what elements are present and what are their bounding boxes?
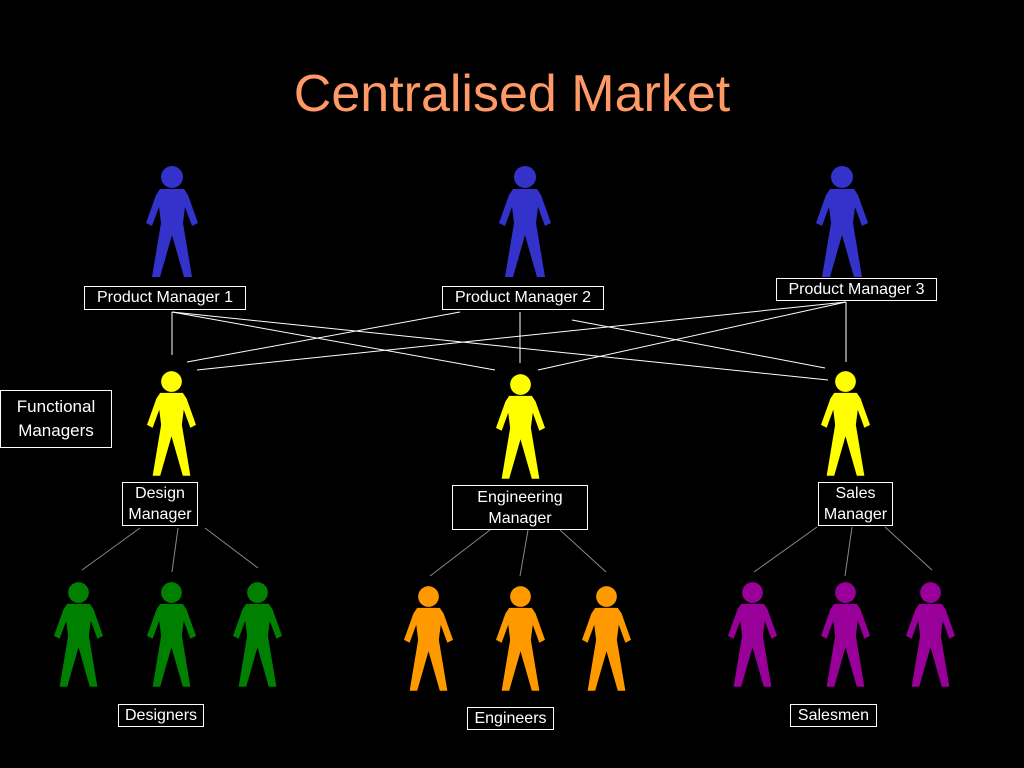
- designer-person-icon: [232, 582, 282, 687]
- connector-line: [196, 301, 847, 371]
- design-manager-label-line2: Manager: [128, 506, 192, 523]
- engineer-person-icon: [403, 586, 453, 691]
- engineers-label: Engineers: [467, 707, 554, 730]
- connector-line: [171, 311, 496, 371]
- engineer-person-icon: [495, 586, 545, 691]
- functional-managers-label-line2: Managers: [18, 421, 94, 440]
- engineering-manager-label-line2: Manager: [488, 510, 552, 527]
- sales-manager-label-line1: Sales: [835, 485, 876, 502]
- functional-managers-label-line1: Functional: [16, 397, 96, 416]
- salesman-person-icon: [820, 582, 870, 687]
- connector-line: [537, 301, 847, 371]
- design-manager-person-icon: [146, 371, 196, 476]
- team-line: [81, 527, 141, 571]
- product-manager-3-person-icon: [816, 166, 868, 277]
- sales-manager-person-icon: [820, 371, 870, 476]
- team-line: [844, 526, 853, 577]
- team-line: [753, 526, 818, 573]
- product-manager-2-person-icon: [499, 166, 551, 277]
- product-manager-1-person-icon: [146, 166, 198, 277]
- team-line: [884, 526, 933, 571]
- salesman-person-icon: [727, 582, 777, 687]
- connector-line: [186, 311, 461, 363]
- salesmen-label: Salesmen: [790, 704, 877, 727]
- salesman-person-icon: [905, 582, 955, 687]
- sales-manager-label-line2: Manager: [823, 506, 888, 523]
- product-manager-3-label: Product Manager 3: [776, 278, 937, 301]
- team-line: [204, 527, 259, 569]
- engineering-manager-label: Engineering Manager: [452, 485, 588, 530]
- design-manager-label: Design Manager: [122, 482, 198, 526]
- connector-line: [571, 319, 826, 369]
- design-manager-label-line1: Design: [135, 485, 185, 502]
- designers-label: Designers: [118, 704, 204, 727]
- team-line: [171, 527, 179, 573]
- product-manager-2-label: Product Manager 2: [442, 286, 604, 310]
- team-line: [519, 529, 529, 577]
- designer-person-icon: [53, 582, 103, 687]
- slide-title: Centralised Market: [293, 65, 731, 123]
- product-manager-1-label: Product Manager 1: [84, 286, 246, 310]
- connector-line: [171, 311, 829, 381]
- engineering-manager-label-line1: Engineering: [477, 489, 563, 506]
- functional-managers-label: Functional Managers: [0, 390, 112, 448]
- engineer-person-icon: [581, 586, 631, 691]
- team-line: [559, 529, 607, 573]
- engineering-manager-person-icon: [495, 374, 545, 479]
- sales-manager-label: Sales Manager: [818, 482, 893, 526]
- designer-person-icon: [146, 582, 196, 687]
- team-line: [429, 529, 491, 577]
